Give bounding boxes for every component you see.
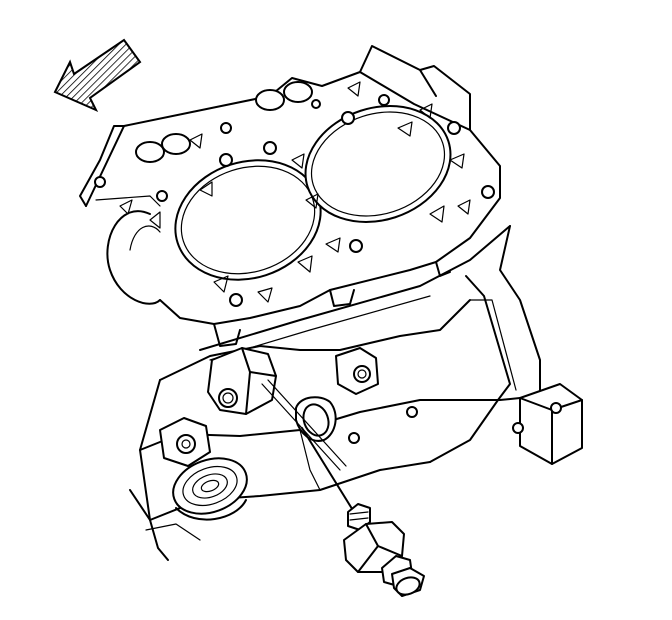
- cylinder-bores: [174, 105, 452, 281]
- knock-sensor-boss: [207, 347, 337, 442]
- engine-block-deck: [79, 45, 501, 325]
- front-arrow-icon: [53, 38, 142, 113]
- head-bolt-holes: [94, 94, 495, 307]
- left-boss: [159, 417, 211, 467]
- upper-boss: [335, 347, 379, 395]
- installation-guide-line: [261, 379, 355, 513]
- coolant-passages: [135, 81, 313, 163]
- oil-adapter: [172, 457, 248, 521]
- water-jacket-openings: [119, 81, 471, 303]
- mounting-bracket: [429, 225, 583, 465]
- knock-sensor-icon: [343, 503, 425, 597]
- lower-flange: [129, 489, 201, 561]
- cylinder-bore-rear: [304, 105, 452, 223]
